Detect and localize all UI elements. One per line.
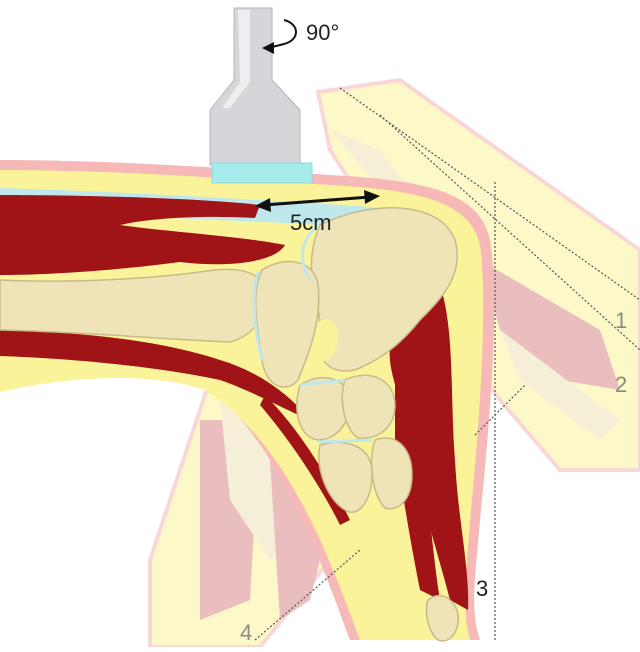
metacarpal-bone-2 xyxy=(372,438,412,509)
plane-label-2: 2 xyxy=(615,372,627,397)
plane-label-4: 4 xyxy=(240,620,252,645)
distance-label: 5cm xyxy=(290,210,332,235)
plane-label-3: 3 xyxy=(476,576,488,601)
rotation-label: 90° xyxy=(306,20,339,45)
plane-label-1: 1 xyxy=(615,308,627,333)
carpal-bone-small-2 xyxy=(342,375,395,438)
